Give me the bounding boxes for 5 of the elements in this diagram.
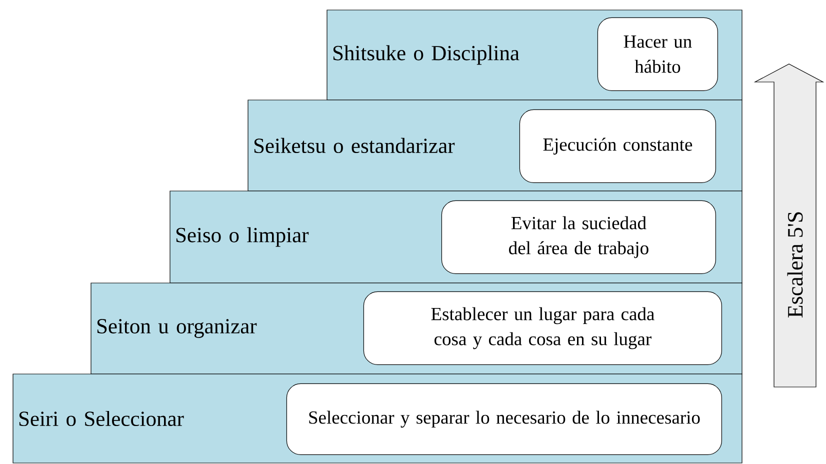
rounded-box: Ejecución constante bbox=[519, 109, 716, 183]
rounded-box: Hacer un hábito bbox=[597, 17, 718, 91]
rounded-box: Seleccionar y separar lo necesario de lo innecesario bbox=[286, 383, 722, 455]
rounded-box: Evitar la suciedad del área de trabajo bbox=[441, 200, 716, 274]
rounded-box: Establecer un lugar para cada cosa y cada cosa en su lugar bbox=[363, 291, 722, 365]
